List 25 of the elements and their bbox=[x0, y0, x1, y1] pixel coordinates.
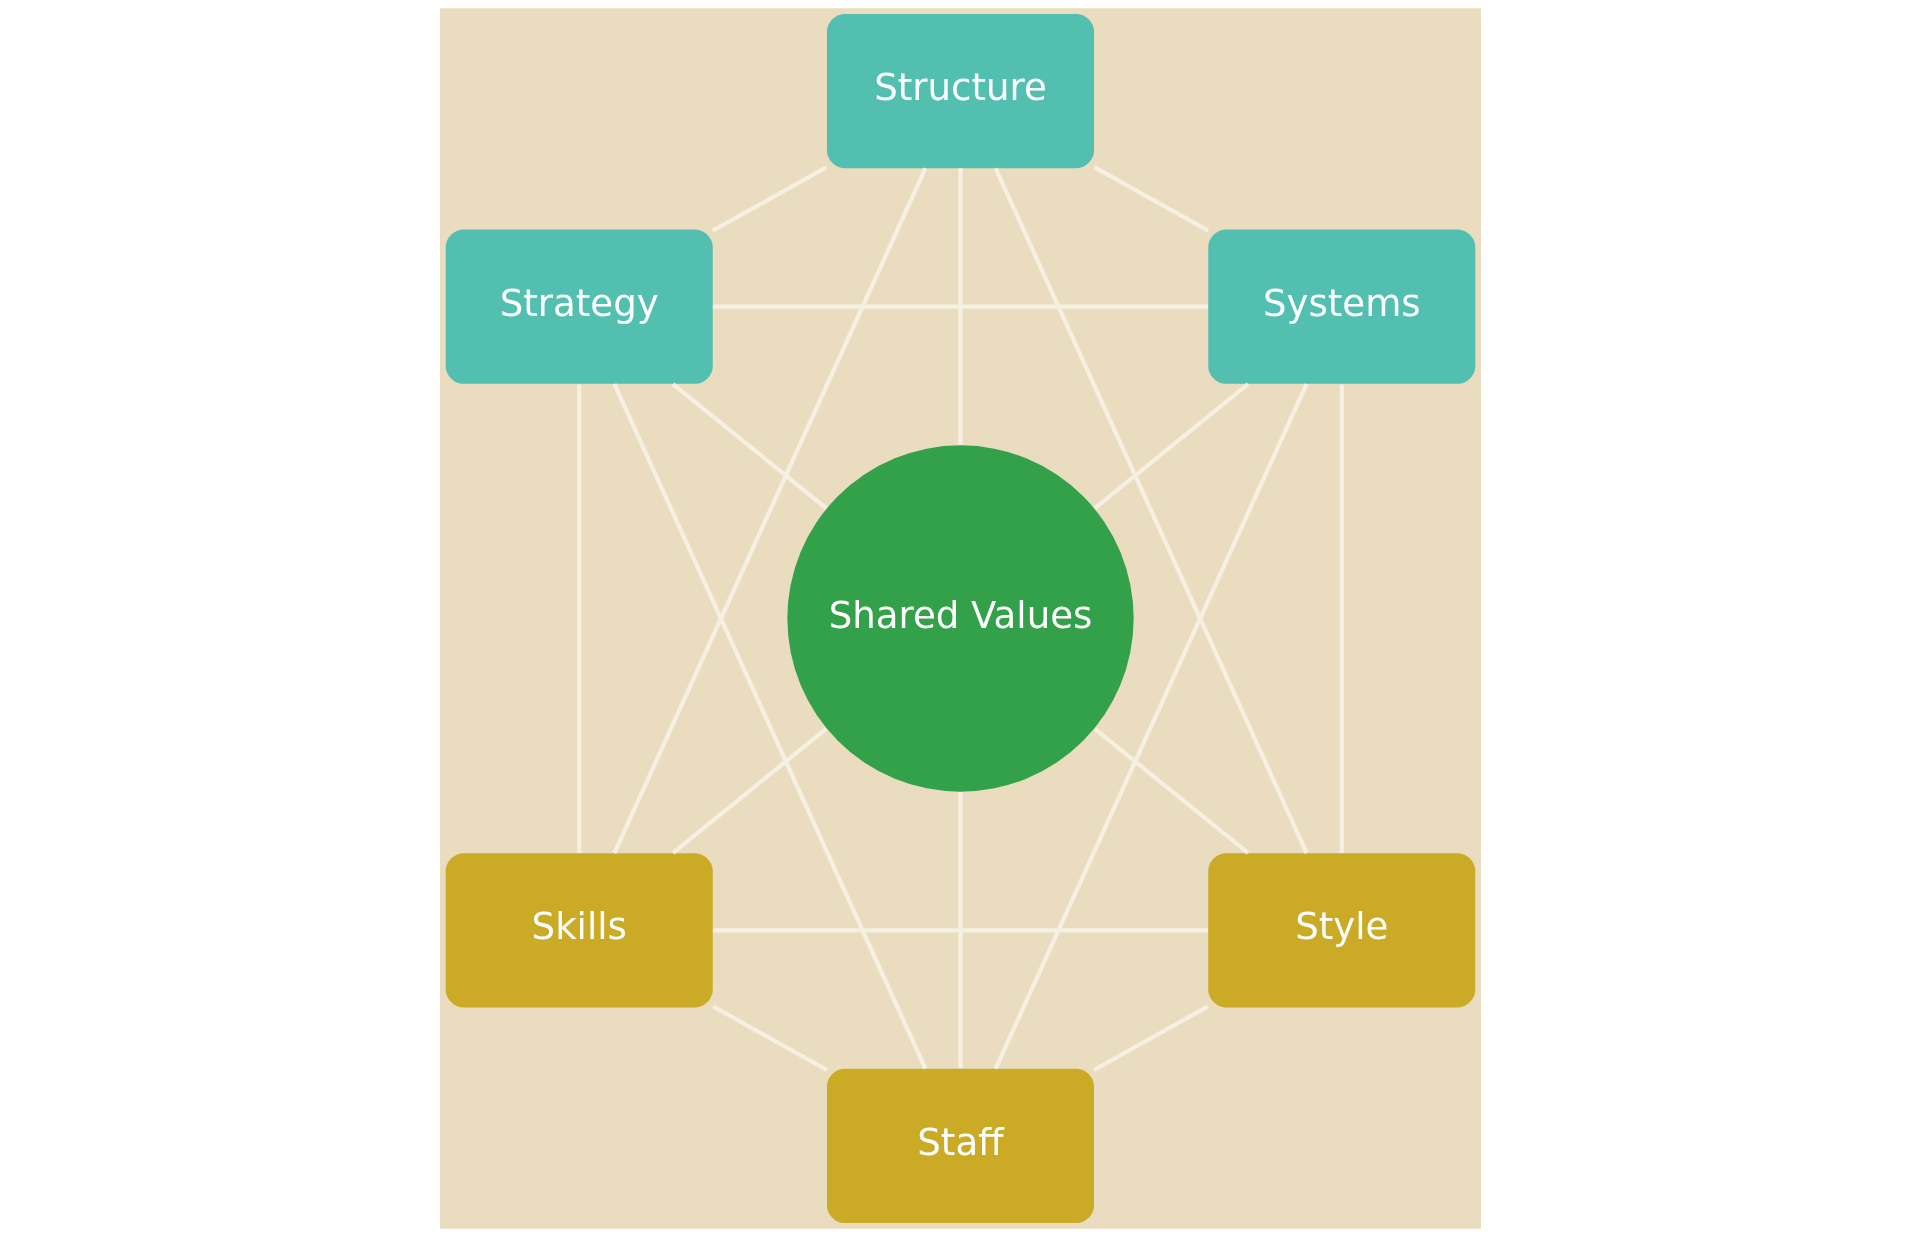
connector bbox=[1092, 165, 1209, 233]
connector bbox=[576, 384, 581, 854]
connector bbox=[712, 928, 1208, 933]
connector bbox=[611, 167, 927, 854]
connector bbox=[993, 167, 1309, 854]
node-box: Style bbox=[1207, 853, 1475, 1008]
connector bbox=[611, 383, 927, 1070]
connector bbox=[1339, 384, 1344, 854]
connector bbox=[993, 383, 1309, 1070]
connector bbox=[1092, 1004, 1209, 1072]
connector bbox=[1093, 727, 1249, 855]
node-circle: Shared Values bbox=[786, 445, 1134, 792]
node-box: Strategy bbox=[445, 229, 713, 384]
connector bbox=[711, 1004, 828, 1072]
connector bbox=[711, 165, 828, 233]
node-box: Staff bbox=[826, 1068, 1094, 1224]
connector bbox=[1092, 382, 1249, 511]
node-box: Systems bbox=[1207, 229, 1475, 384]
connector bbox=[712, 304, 1208, 309]
connector bbox=[957, 168, 963, 445]
connector bbox=[671, 727, 827, 855]
node-box: Skills bbox=[445, 853, 713, 1008]
connector bbox=[671, 382, 828, 511]
node-box: Structure bbox=[826, 13, 1094, 169]
connector bbox=[957, 791, 963, 1069]
